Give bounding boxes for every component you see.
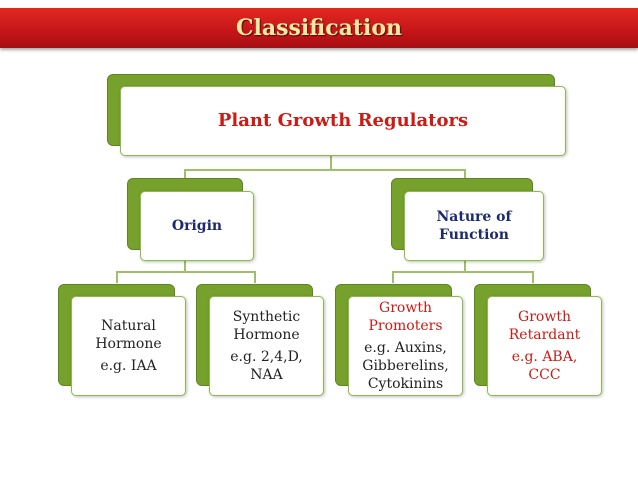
function-node-label-line2: Function — [439, 227, 509, 243]
connector-function-up — [464, 169, 466, 179]
origin-node: Origin — [140, 191, 254, 261]
retardant-node-example-line1: e.g. ABA, — [511, 349, 578, 365]
connector-promoters-up — [392, 271, 394, 283]
synthetic-node: Synthetic Hormone e.g. 2,4,D, NAA — [209, 296, 324, 396]
synthetic-node-example-line2: NAA — [250, 367, 283, 383]
connector-natural-up — [116, 271, 118, 283]
connector-retardant-up — [532, 271, 534, 283]
retardant-node-line2: Retardant — [508, 327, 581, 343]
root-node-label: Plant Growth Regulators — [217, 110, 469, 131]
title-banner: Classification — [0, 8, 638, 48]
slide-title: Classification — [235, 15, 403, 41]
retardant-node: Growth Retardant e.g. ABA, CCC — [487, 296, 602, 396]
natural-node-example: e.g. IAA — [100, 358, 157, 374]
connector-function-bar — [392, 271, 534, 273]
synthetic-node-line2: Hormone — [233, 327, 300, 343]
retardant-node-line1: Growth — [518, 309, 571, 325]
connector-origin-bar — [116, 271, 256, 273]
origin-node-label: Origin — [171, 218, 223, 234]
synthetic-node-line1: Synthetic — [232, 309, 301, 325]
promoters-node-example-line1: e.g. Auxins, — [364, 340, 447, 356]
connector-level1-bar — [184, 169, 466, 171]
retardant-node-example-line2: CCC — [528, 367, 561, 383]
natural-node-line1: Natural — [101, 318, 156, 334]
connector-synthetic-up — [254, 271, 256, 283]
synthetic-node-example-line1: e.g. 2,4,D, — [230, 349, 303, 365]
connector-function-down — [464, 260, 466, 272]
function-node-label-line1: Nature of — [436, 209, 512, 225]
promoters-node: Growth Promoters e.g. Auxins, Gibberelin… — [348, 296, 463, 396]
promoters-node-example-line3: Cytokinins — [367, 376, 444, 392]
natural-node-line2: Hormone — [95, 336, 162, 352]
connector-root-down — [330, 156, 332, 170]
promoters-node-line2: Promoters — [368, 318, 443, 334]
function-node: Nature of Function — [404, 191, 544, 261]
connector-origin-up — [184, 169, 186, 179]
promoters-node-line1: Growth — [379, 300, 432, 316]
natural-node: Natural Hormone e.g. IAA — [71, 296, 186, 396]
connector-origin-down — [184, 260, 186, 272]
promoters-node-example-line2: Gibberelins, — [362, 358, 449, 374]
root-node: Plant Growth Regulators — [120, 86, 566, 156]
